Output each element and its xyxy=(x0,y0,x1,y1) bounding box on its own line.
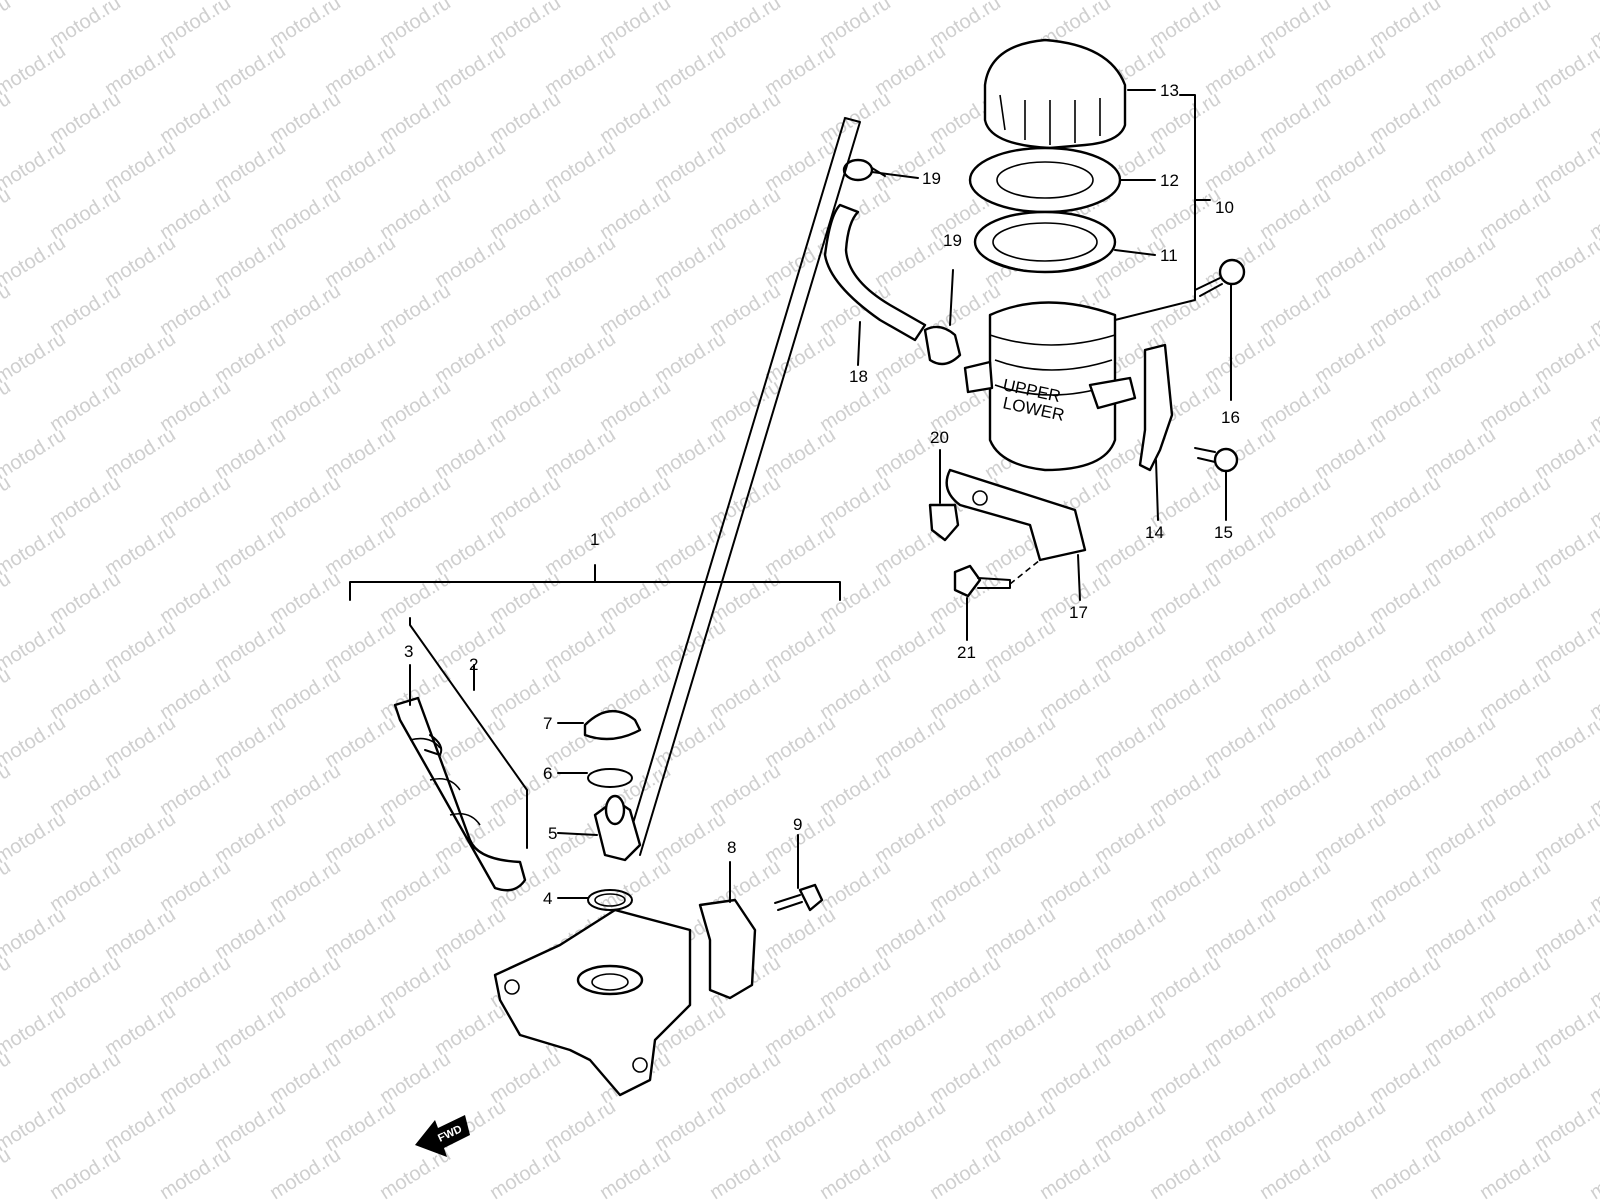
label-18: 18 xyxy=(849,367,868,386)
part-8-handlebar-clamp xyxy=(698,898,757,1000)
label-11: 11 xyxy=(1160,246,1178,265)
watermark-text: motod.ru xyxy=(0,40,70,100)
watermark-text: motod.ru xyxy=(0,664,15,724)
watermark-text: motod.ru xyxy=(1586,1144,1600,1200)
watermark-text: motod.ru xyxy=(1366,1144,1445,1200)
label-20: 20 xyxy=(930,428,949,447)
label-19-top: 19 xyxy=(922,169,941,188)
part-17-mounting-bracket xyxy=(945,468,1087,562)
label-7: 7 xyxy=(543,714,552,733)
watermark-text: motod.ru xyxy=(1036,1144,1115,1200)
master-cylinder-body xyxy=(493,908,692,1097)
label-6: 6 xyxy=(543,764,552,783)
watermark-text: motod.ru xyxy=(0,1144,15,1200)
watermark-text: motod.ru xyxy=(266,1144,345,1200)
part-6-circlip xyxy=(587,768,633,788)
part-14-reservoir-clamp xyxy=(1138,343,1174,472)
part-10-reservoir-body: UPPER LOWER xyxy=(963,301,1137,472)
part-9-bolt xyxy=(774,883,824,912)
label-14: 14 xyxy=(1145,523,1164,542)
label-19-bottom: 19 xyxy=(943,231,962,250)
watermark-text: motod.ru xyxy=(0,0,70,4)
part-21-bolt xyxy=(953,559,1041,598)
watermark-text: motod.ru xyxy=(0,856,15,916)
watermark-text: motod.ru xyxy=(0,424,70,484)
watermark-text: motod.ru xyxy=(0,376,15,436)
label-5: 5 xyxy=(548,824,557,843)
watermark-text: motod.ru xyxy=(706,1144,785,1200)
watermark-text: motod.ru xyxy=(0,904,70,964)
part-12-gasket xyxy=(968,146,1122,214)
watermark-text: motod.ru xyxy=(0,760,15,820)
part-19-hose-clamp-bottom xyxy=(923,325,962,366)
label-8: 8 xyxy=(727,838,736,857)
label-21: 21 xyxy=(957,643,976,662)
part-18-hose xyxy=(823,203,927,342)
watermark-text: motod.ru xyxy=(1146,1144,1225,1200)
part-11-diaphragm xyxy=(973,210,1117,274)
label-10: 10 xyxy=(1215,198,1234,217)
watermark-text: motod.ru xyxy=(0,232,70,292)
watermark-text: motod.ru xyxy=(0,520,70,580)
watermark-text: motod.ru xyxy=(1476,1144,1555,1200)
watermark-text: motod.ru xyxy=(0,328,70,388)
part-3-piston xyxy=(393,696,527,892)
part-5-hose-fitting xyxy=(593,794,642,862)
watermark-text: motod.ru xyxy=(1256,1144,1335,1200)
watermark-text: motod.ru xyxy=(816,1144,895,1200)
label-13: 13 xyxy=(1160,81,1179,100)
forward-direction-arrow: FWD xyxy=(415,1115,470,1157)
watermark-text: motod.ru xyxy=(926,1144,1005,1200)
part-16-screw xyxy=(1194,258,1246,297)
label-4: 4 xyxy=(543,889,552,908)
watermark-text: motod.ru xyxy=(0,0,15,52)
watermark-text: motod.ru xyxy=(0,1096,70,1156)
label-17: 17 xyxy=(1069,603,1088,622)
label-16: 16 xyxy=(1221,408,1240,427)
watermark-text: motod.ru xyxy=(0,808,70,868)
watermark-text: motod.ru xyxy=(596,1144,675,1200)
watermark-text: motod.ru xyxy=(0,184,15,244)
watermark-text: motod.ru xyxy=(0,568,15,628)
label-2: 2 xyxy=(469,655,478,674)
label-9: 9 xyxy=(793,815,802,834)
part-7-boot xyxy=(583,710,642,741)
leader-lines xyxy=(409,89,1232,903)
watermark-text: motod.ru xyxy=(46,1144,125,1200)
label-15: 15 xyxy=(1214,523,1233,542)
watermark-text: motod.ru xyxy=(0,1048,15,1108)
watermark-text: motod.ru xyxy=(486,1144,565,1200)
watermark-text: motod.ru xyxy=(0,472,15,532)
watermark-text: motod.ru xyxy=(0,712,70,772)
watermark-text: motod.ru xyxy=(0,952,15,1012)
part-15-screw xyxy=(1194,447,1239,473)
label-1: 1 xyxy=(590,530,599,549)
part-4-o-ring xyxy=(587,889,633,911)
watermark-text: motod.ru xyxy=(156,1144,235,1200)
watermark-text: motod.ru xyxy=(0,88,15,148)
watermark-text: motod.ru xyxy=(0,616,70,676)
watermark-text: motod.ru xyxy=(0,136,70,196)
watermark-text: motod.ru xyxy=(0,1000,70,1060)
watermark-text: motod.ru xyxy=(0,280,15,340)
part-13-reservoir-cap xyxy=(983,38,1127,150)
label-12: 12 xyxy=(1160,171,1179,190)
part-labels: 13 12 11 10 19 19 18 16 15 14 17 20 21 1… xyxy=(404,81,1240,908)
part-20-nut xyxy=(928,503,960,542)
label-3: 3 xyxy=(404,642,413,661)
